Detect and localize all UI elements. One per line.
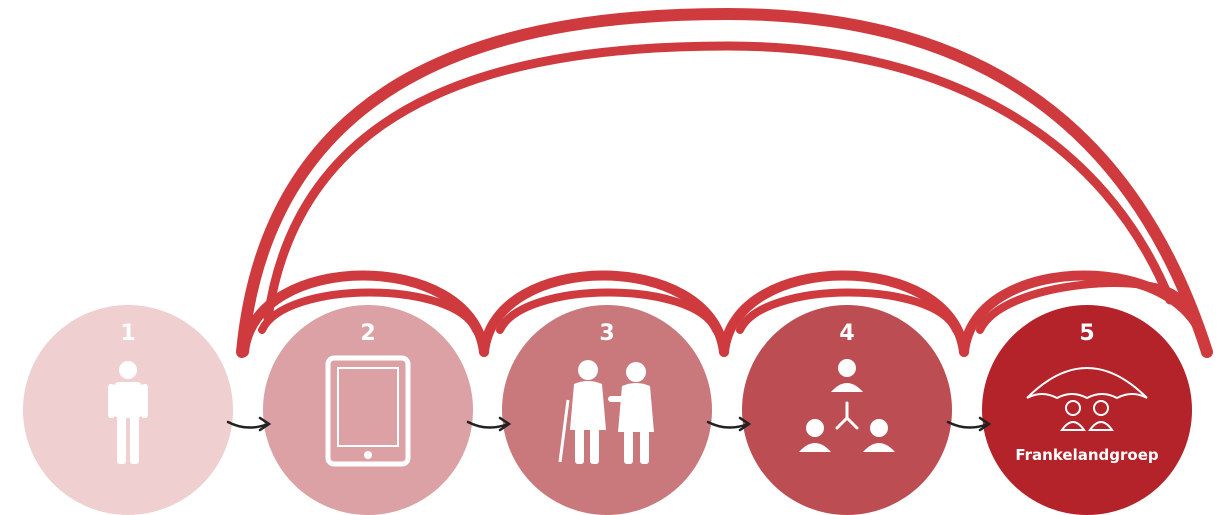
step-number: 3 bbox=[599, 321, 614, 346]
scallop-arcs bbox=[239, 270, 1211, 357]
tablet-icon bbox=[325, 355, 411, 467]
step-number: 5 bbox=[1079, 321, 1094, 346]
elderly-couple-icon bbox=[558, 360, 654, 464]
overarching-arc bbox=[236, 7, 1213, 358]
person-icon bbox=[108, 361, 148, 464]
step-circle bbox=[502, 305, 712, 515]
step-3: 3 bbox=[502, 305, 712, 515]
step-circle bbox=[982, 305, 1192, 515]
arrow-3-4 bbox=[706, 416, 752, 432]
umbrella-family-icon bbox=[1026, 367, 1148, 431]
step-number: 1 bbox=[120, 321, 135, 346]
step-1: 1 bbox=[23, 305, 233, 515]
arrow-1-2 bbox=[226, 416, 272, 432]
arrow-2-3 bbox=[466, 416, 512, 432]
connector-arrows bbox=[226, 416, 992, 432]
scallop-arc-5 bbox=[959, 270, 1211, 357]
brand-label: Frankelandgroep bbox=[1015, 446, 1159, 464]
network-people-icon bbox=[799, 359, 895, 452]
step-number: 2 bbox=[360, 321, 375, 346]
step-2: 2 bbox=[263, 305, 473, 515]
arrow-4-5 bbox=[946, 416, 992, 432]
step-4: 4 bbox=[742, 305, 952, 515]
step-number: 4 bbox=[839, 321, 854, 346]
step-5: 5 Frankelandgroep bbox=[982, 305, 1192, 515]
step-circle bbox=[263, 305, 473, 515]
